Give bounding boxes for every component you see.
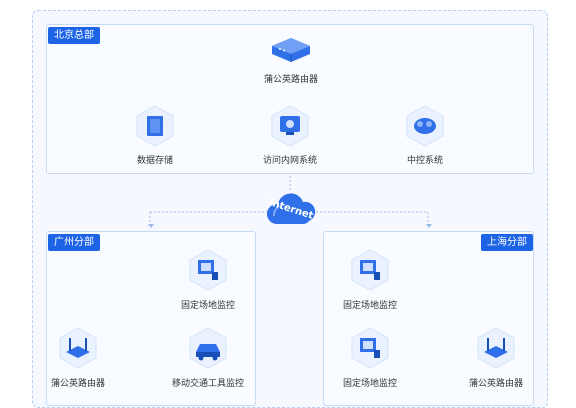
hq-router-label: 蒲公英路由器 xyxy=(263,75,318,85)
router-device-icon xyxy=(272,38,310,62)
hq-node-label-2: 中控系统 xyxy=(406,156,443,166)
guangzhou-label: 广州分部 xyxy=(48,234,100,251)
fixed-monitor-icon xyxy=(351,249,389,291)
router-icon xyxy=(59,327,97,369)
vehicle-monitor-icon xyxy=(189,327,227,369)
hq-node-label-0: 数据存储 xyxy=(136,156,173,166)
internet-cloud-icon xyxy=(266,193,316,224)
intranet-access-icon xyxy=(271,105,309,147)
hq-panel xyxy=(46,24,534,174)
fixed-monitor-icon xyxy=(189,249,227,291)
hq-label: 北京总部 xyxy=(48,27,100,44)
router-icon xyxy=(477,327,515,369)
gz-router-label: 蒲公英路由器 xyxy=(50,379,105,389)
sh-router-label: 蒲公英路由器 xyxy=(468,379,523,389)
fixed-monitor-icon xyxy=(351,327,389,369)
shanghai-label: 上海分部 xyxy=(481,234,533,251)
data-storage-icon xyxy=(136,105,174,147)
sh-fixed-monitor-2-label: 固定场地监控 xyxy=(342,379,397,389)
hq-node-label-1: 访问内网系统 xyxy=(262,156,317,166)
sh-fixed-monitor-1-label: 固定场地监控 xyxy=(342,301,397,311)
gz-mobile-monitor-label: 移动交通工具监控 xyxy=(171,379,244,389)
gz-fixed-monitor-label: 固定场地监控 xyxy=(180,301,235,311)
control-system-icon xyxy=(406,105,444,147)
